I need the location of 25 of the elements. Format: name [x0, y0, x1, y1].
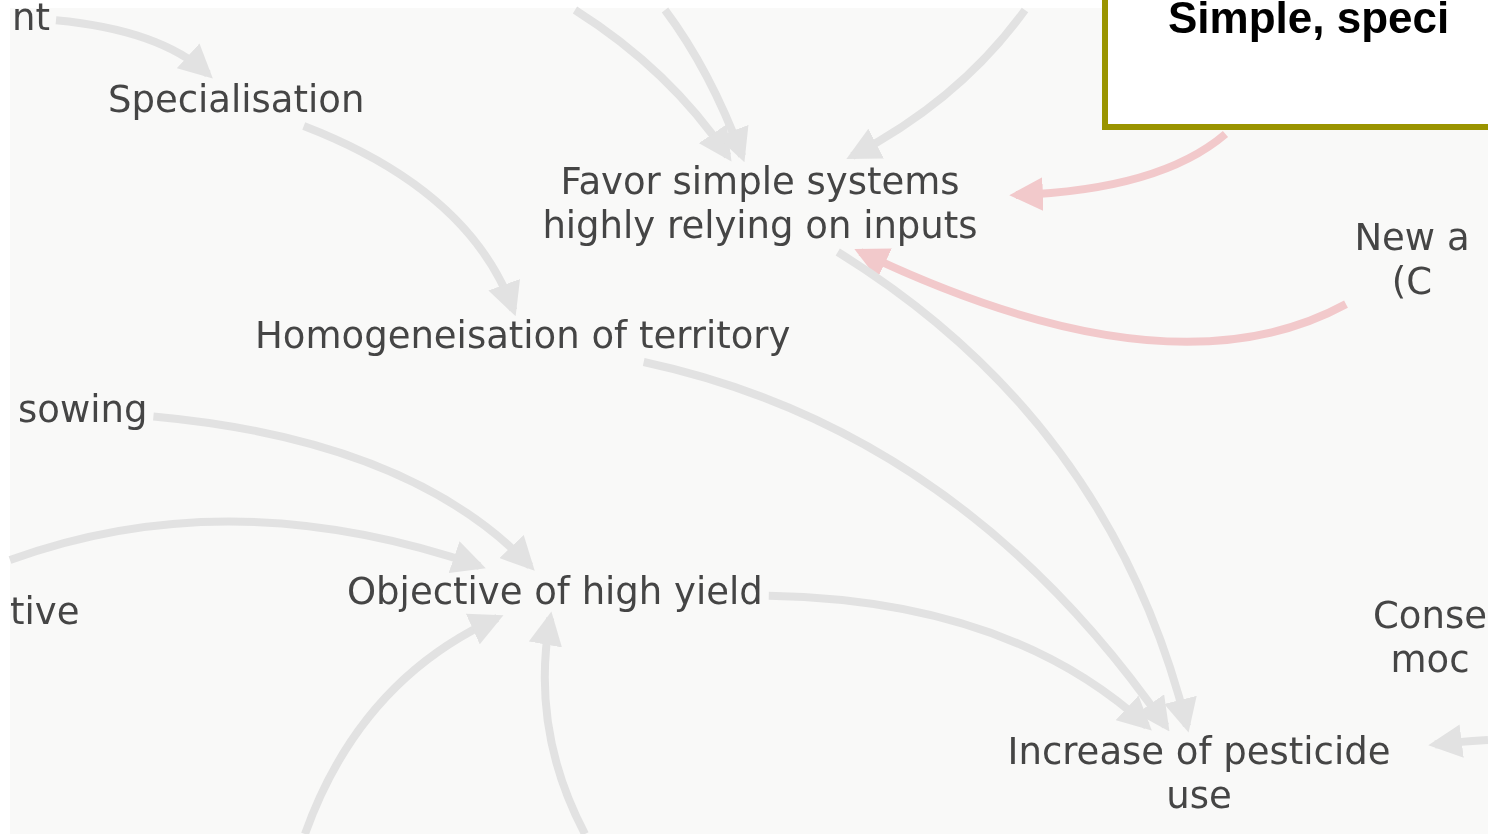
- node-label: Increase of pesticide use: [1006, 730, 1392, 818]
- arrow: [768, 591, 1152, 731]
- node-label: Favor simple systems highly relying on inputs: [541, 160, 979, 248]
- arrow: [661, 7, 749, 163]
- node-label: tive: [10, 590, 80, 634]
- node-label: sowing: [18, 388, 148, 432]
- arrow: [1009, 130, 1228, 211]
- arrow: [835, 248, 1196, 733]
- arrow: [572, 6, 732, 162]
- arrow: [854, 247, 1348, 346]
- arrow: [152, 412, 535, 571]
- node-label: Homogeneisation of territory: [255, 314, 791, 358]
- node-label: New a (C: [1353, 216, 1471, 304]
- arrow: [642, 358, 1170, 732]
- arrow: [8, 517, 486, 574]
- node-label: Specialisation: [108, 78, 365, 122]
- heading-box: [1102, 0, 1488, 130]
- node-label: Objective of high yield: [347, 570, 763, 614]
- node-label: Simple, speci: [1168, 0, 1450, 40]
- arrow: [302, 122, 519, 317]
- arrow: [55, 16, 214, 79]
- arrow: [301, 614, 504, 834]
- arrow: [846, 7, 1029, 160]
- node-label: nt: [12, 0, 50, 40]
- node-label: Conse moc: [1372, 594, 1488, 682]
